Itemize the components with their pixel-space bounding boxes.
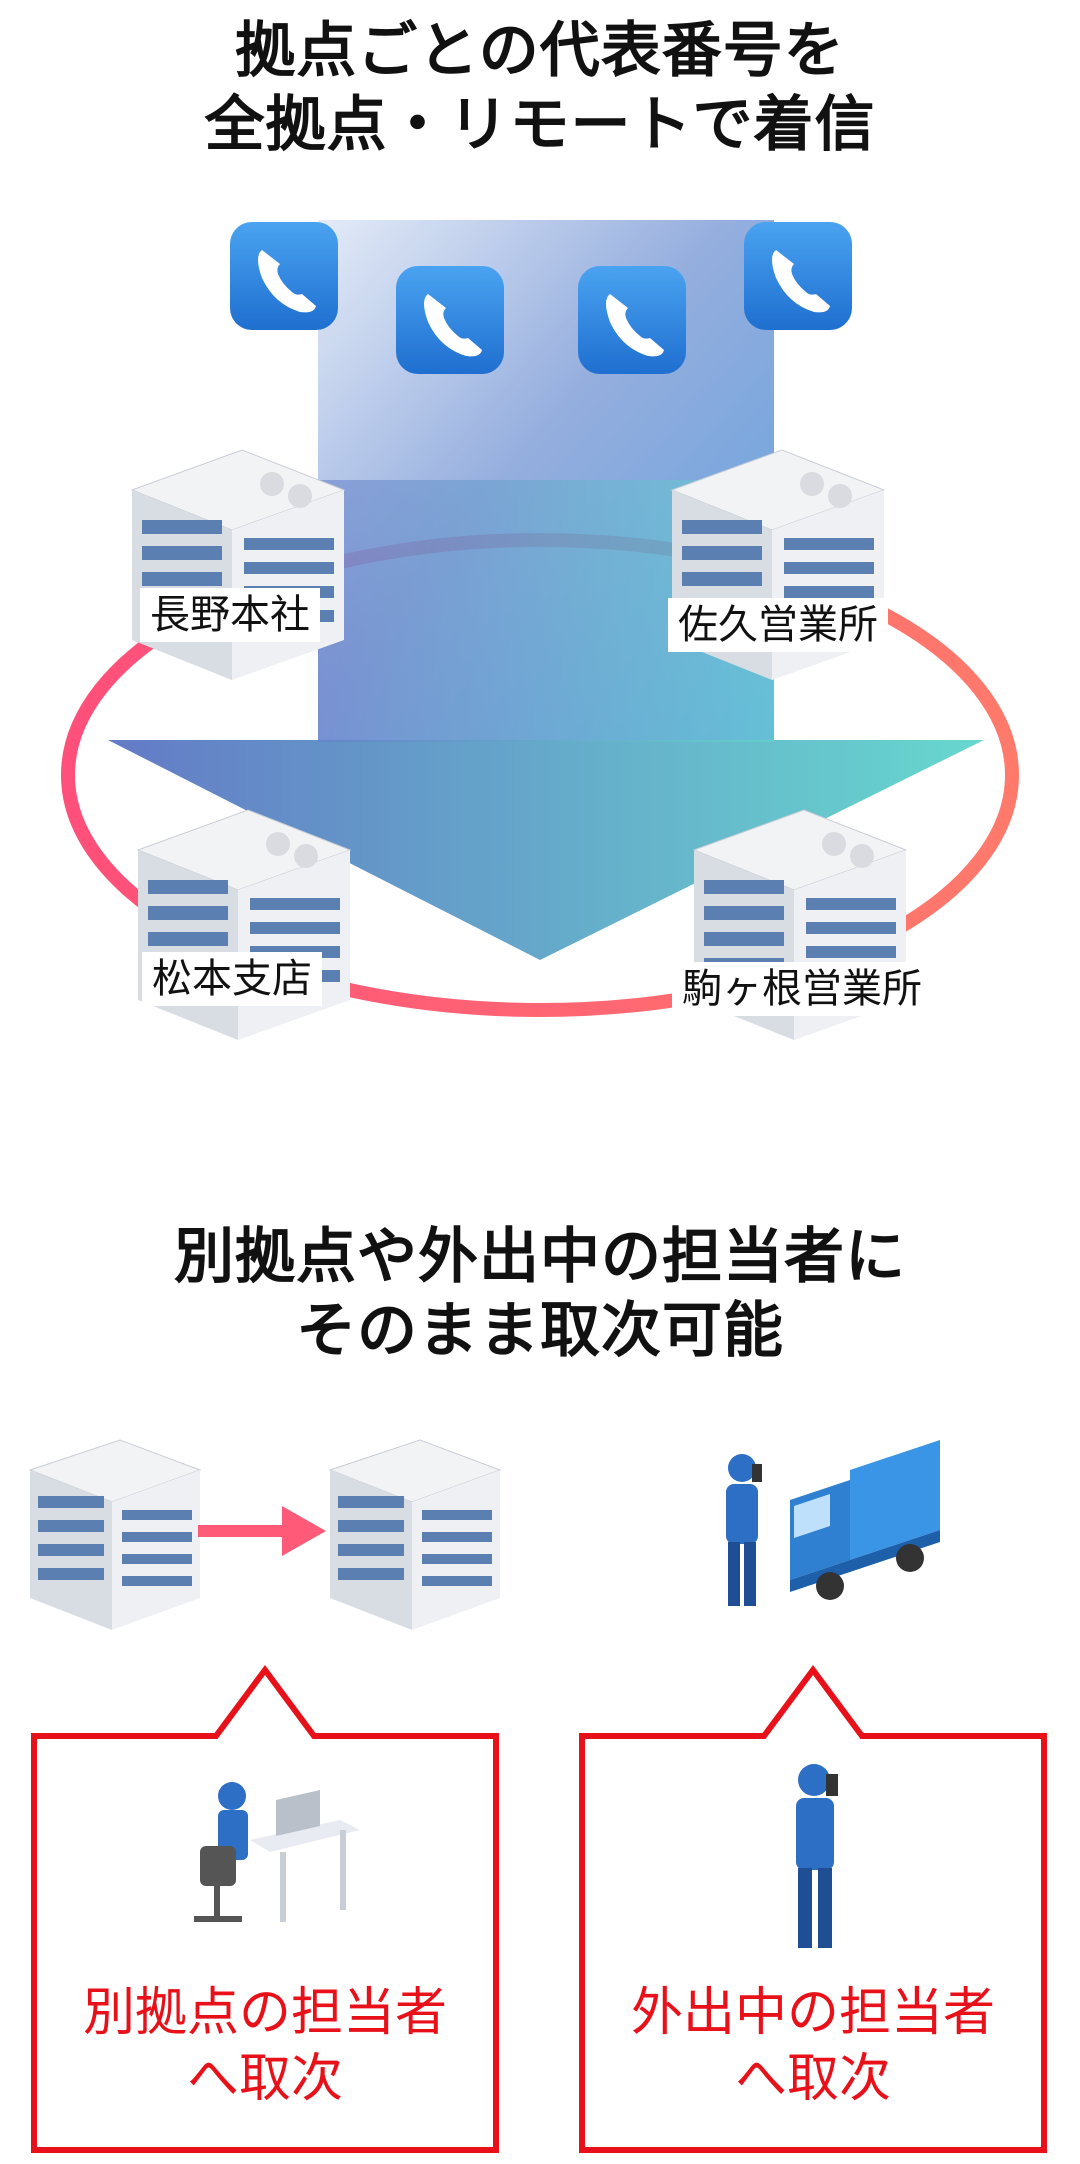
worker-on-phone-icon bbox=[796, 1764, 838, 1948]
building-icon bbox=[328, 1439, 502, 1630]
section2-title: 別拠点や外出中の担当者に そのまま取次可能 bbox=[0, 1220, 1080, 1368]
section2-title-line1: 別拠点や外出中の担当者に bbox=[174, 1222, 906, 1292]
left-callout-line2: へ取次 bbox=[186, 2049, 343, 2109]
right-callout: 外出中の担当者 へ取次 bbox=[578, 1660, 1048, 2154]
transfer-arrow bbox=[198, 1506, 326, 1556]
section1-title: 拠点ごとの代表番号を 全拠点・リモートで着信 bbox=[0, 14, 1080, 162]
right-callout-line1: 外出中の担当者 bbox=[630, 1983, 995, 2043]
site-label-matsumoto: 松本支店 bbox=[142, 952, 322, 1006]
site-label-saku: 佐久営業所 bbox=[668, 598, 888, 652]
section1-title-line1: 拠点ごとの代表番号を bbox=[235, 16, 845, 86]
site-label-nagano: 長野本社 bbox=[140, 588, 320, 642]
right-callout-line2: へ取次 bbox=[734, 2049, 891, 2109]
building-icon bbox=[28, 1439, 202, 1630]
transfer-illustrations bbox=[28, 1439, 940, 1630]
truck-icon bbox=[790, 1440, 940, 1600]
section1-title-line2: 全拠点・リモートで着信 bbox=[204, 90, 876, 160]
left-callout-line1: 別拠点の担当者 bbox=[82, 1983, 447, 2043]
left-callout-text: 別拠点の担当者 へ取次 bbox=[30, 1980, 500, 2112]
phone-icon bbox=[230, 222, 338, 330]
building-icon bbox=[130, 449, 346, 680]
phone-icon bbox=[578, 266, 686, 374]
right-callout-text: 外出中の担当者 へ取次 bbox=[578, 1980, 1048, 2112]
phone-icon bbox=[744, 222, 852, 330]
left-callout: 別拠点の担当者 へ取次 bbox=[30, 1660, 500, 2154]
site-label-komagane: 駒ヶ根営業所 bbox=[672, 962, 932, 1016]
phone-icon bbox=[396, 266, 504, 374]
down-arrow bbox=[108, 220, 984, 960]
desk-worker-icon bbox=[194, 1782, 360, 1922]
worker-on-phone-icon bbox=[726, 1454, 762, 1606]
section2-title-line2: そのまま取次可能 bbox=[296, 1296, 784, 1366]
